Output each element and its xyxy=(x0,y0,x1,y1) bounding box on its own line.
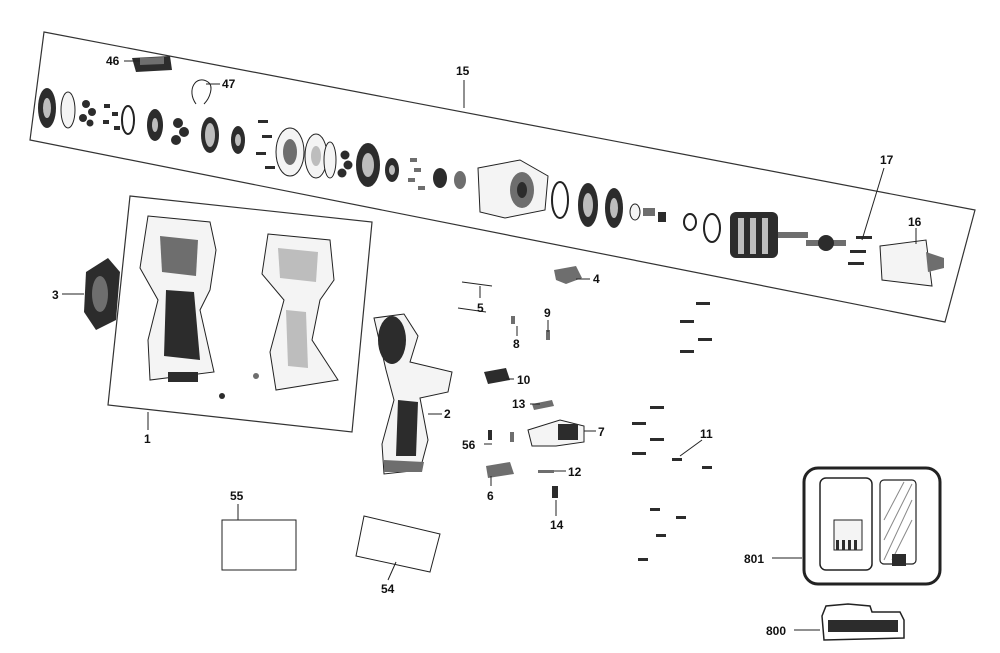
transmission-assembly-frame xyxy=(29,31,976,323)
callout-56: 56 xyxy=(462,438,476,452)
charger-contacts xyxy=(836,540,857,550)
pin-set-1 xyxy=(103,104,120,130)
snap-ring-2 xyxy=(703,213,721,243)
handle-assembly xyxy=(373,313,453,475)
spring-13 xyxy=(532,400,554,410)
spring-clips xyxy=(457,281,493,313)
chuck-screws xyxy=(848,236,872,265)
planet-gears-2 xyxy=(337,150,353,178)
switch-bracket xyxy=(486,462,514,478)
callout-2: 2 xyxy=(444,407,451,421)
snap-ring-1 xyxy=(683,213,697,231)
planet-gears-1 xyxy=(171,118,189,145)
spindle-lock-parts xyxy=(643,208,666,222)
ball-bearings-set-1 xyxy=(79,100,96,127)
trigger-switch xyxy=(527,419,585,447)
callout-5: 5 xyxy=(477,301,484,315)
callout-17: 17 xyxy=(880,153,894,167)
callout-47: 47 xyxy=(222,77,236,91)
o-ring xyxy=(551,181,569,219)
planet-carrier-1 xyxy=(147,109,163,141)
retaining-washer xyxy=(629,203,641,221)
callout-54: 54 xyxy=(381,582,395,596)
spring-14 xyxy=(552,486,558,498)
label-54 xyxy=(355,515,441,573)
ring-gear-2 xyxy=(356,143,380,187)
spring-ring xyxy=(121,105,135,135)
pin-set-2 xyxy=(256,120,275,169)
clutch-ring xyxy=(605,188,623,228)
callout-55: 55 xyxy=(230,489,244,503)
callout-1: 1 xyxy=(144,432,151,446)
housing-screw-1 xyxy=(219,393,225,399)
planet-carrier-3 xyxy=(433,168,466,189)
callout-9: 9 xyxy=(544,306,551,320)
callout-labels: 15 46 47 3 1 2 4 5 8 9 10 13 7 56 6 12 1… xyxy=(52,54,922,638)
clutch-collar xyxy=(38,88,56,128)
callout-801: 801 xyxy=(744,552,764,566)
sun-gear xyxy=(385,158,399,182)
callout-11: 11 xyxy=(700,427,713,441)
battery-charger xyxy=(802,466,942,586)
housing-screw-2 xyxy=(253,373,259,379)
rear-end-cap xyxy=(84,258,120,330)
callout-8: 8 xyxy=(513,337,520,351)
gearbox-housing xyxy=(477,159,549,219)
screws-56 xyxy=(488,430,514,442)
switch-cover xyxy=(484,368,510,384)
chuck xyxy=(879,239,944,287)
spindle-bearing xyxy=(578,183,598,227)
pin-8 xyxy=(511,316,515,324)
flat-washer xyxy=(323,141,337,179)
pin-set-3 xyxy=(408,158,425,190)
spindle xyxy=(806,235,846,251)
callout-15: 15 xyxy=(456,64,470,78)
ring-gear-1 xyxy=(201,117,219,153)
callout-3: 3 xyxy=(52,288,59,302)
callout-16: 16 xyxy=(908,215,922,229)
housing-frame xyxy=(107,195,373,433)
planet-carrier-2 xyxy=(231,126,245,154)
speed-selector-slider xyxy=(132,56,172,72)
callout-4: 4 xyxy=(593,272,600,286)
wire-spring xyxy=(191,79,212,105)
washer-plate xyxy=(60,91,76,129)
callout-800: 800 xyxy=(766,624,786,638)
callout-7: 7 xyxy=(598,425,605,439)
callout-46: 46 xyxy=(106,54,120,68)
pin-9 xyxy=(546,330,550,340)
callout-6: 6 xyxy=(487,489,494,503)
housing-half-right xyxy=(261,233,339,391)
transmission-parts xyxy=(38,88,846,258)
leader-lines xyxy=(62,60,917,631)
gear-case xyxy=(275,127,305,177)
battery-pack xyxy=(821,603,905,641)
pin-12 xyxy=(538,470,554,473)
trigger-lever xyxy=(554,266,582,284)
motor xyxy=(730,212,808,258)
callout-14: 14 xyxy=(550,518,564,532)
housing-screws xyxy=(632,302,712,561)
callout-13: 13 xyxy=(512,397,526,411)
housing-half-left xyxy=(139,215,217,382)
callout-12: 12 xyxy=(568,465,582,479)
label-55 xyxy=(221,519,297,571)
callout-10: 10 xyxy=(517,373,531,387)
